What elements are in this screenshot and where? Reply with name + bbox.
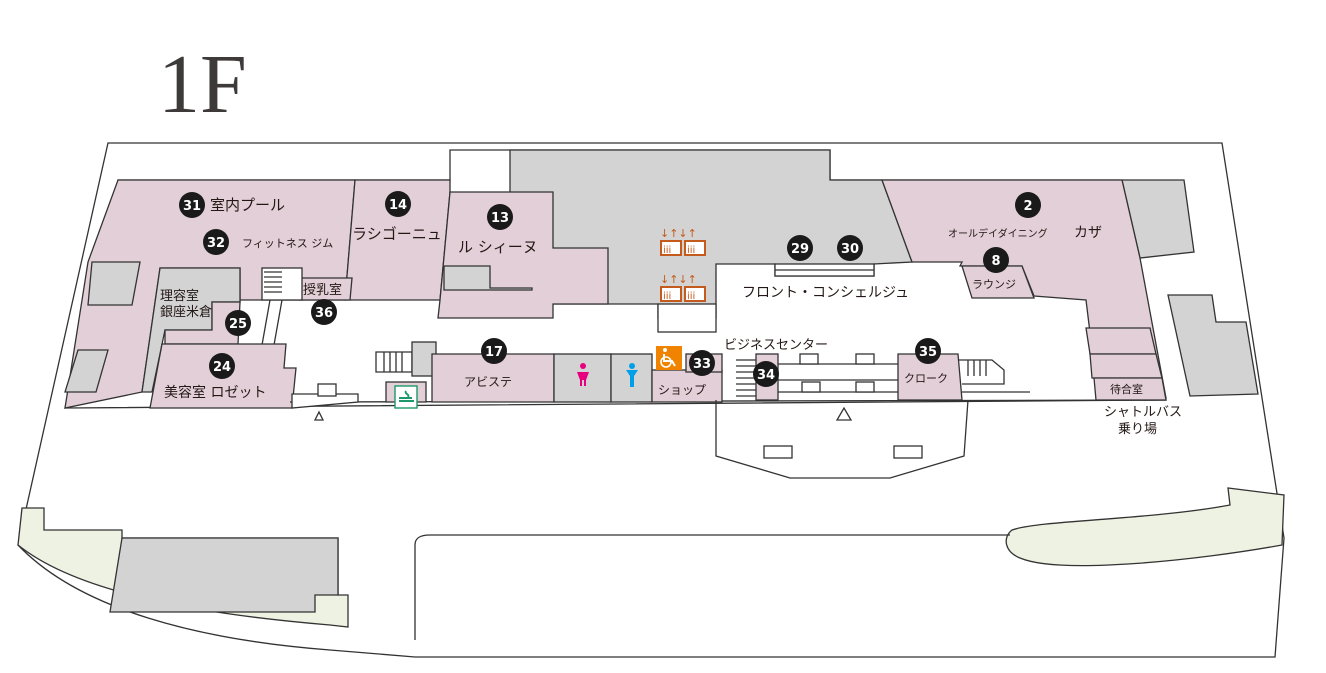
porte-mat-2 [893,445,923,459]
site-outline [17,142,1285,658]
lobby-seat-4 [855,381,875,393]
label-shop: ショップ [658,383,706,397]
lobby-seat-3 [801,381,821,393]
entrance-triangle-icon [313,410,325,421]
marker-30[interactable]: 30 [837,235,863,261]
svg-text:ііі: ііі [663,244,671,256]
label-barber-2: 銀座米倉 [160,305,212,320]
marker-31[interactable]: 31 [179,192,205,218]
svg-text:25: 25 [229,317,247,332]
svg-text:14: 14 [389,198,407,213]
stair-cloak [958,359,1030,393]
stair-gym [261,267,303,346]
svg-text:17: 17 [485,345,503,360]
label-abiste: アビステ [464,375,512,389]
label-nursing-room: 授乳室 [303,282,342,298]
elevator-hall-step [657,303,717,333]
stair-abiste [375,341,437,377]
marker-17[interactable]: 17 [481,338,507,364]
east-service-1 [1085,327,1157,355]
svg-text:8: 8 [991,254,1000,269]
svg-text:36: 36 [315,306,333,321]
room-waiting [1093,377,1167,401]
svg-text:↓↑↓↑: ↓↑↓↑ [660,227,697,240]
marker-32[interactable]: 32 [203,229,229,255]
marker-34[interactable]: 34 [753,361,779,387]
svg-text:33: 33 [693,357,711,372]
entrance-triangle-main [835,406,853,421]
svg-text:24: 24 [213,360,231,375]
male-restroom-icon [626,363,638,387]
svg-text:↓↑↓↑: ↓↑↓↑ [660,273,697,286]
svg-text:13: 13 [491,211,509,226]
svg-text:29: 29 [791,242,809,257]
label-barber-1: 理容室 [160,288,199,304]
label-kaza: カザ [1074,225,1102,241]
label-lounge: ラウンジ [972,278,1016,291]
label-all-day-dining: オールデイダイニング [948,227,1048,240]
label-le-cygne: ル シィーヌ [458,238,538,256]
svg-text:35: 35 [919,345,937,360]
driveway-outline [414,534,1010,640]
svg-text:ііі: ііі [663,290,671,302]
marker-8[interactable]: 8 [983,247,1009,273]
lobby-seat-1 [799,353,819,365]
marker-36[interactable]: 36 [311,299,337,325]
svg-text:ііі: ііі [687,290,695,302]
svg-text:2: 2 [1023,199,1032,214]
stair-business [736,359,756,397]
label-front-concierge: フロント・コンシェルジュ [742,285,909,301]
label-waiting-room: 待合室 [1110,382,1143,396]
marker-2[interactable]: 2 [1015,192,1041,218]
svg-text:32: 32 [207,236,225,251]
label-cloak: クローク [904,372,948,385]
west-entrance-mat [317,383,337,397]
marker-35[interactable]: 35 [915,338,941,364]
east-service-2 [1089,353,1163,379]
marker-25[interactable]: 25 [225,310,251,336]
female-restroom-icon [577,363,589,386]
service-block-e [1167,294,1259,397]
elevator-icon: ііі ііі ііі ііі ↓↑↓↑ ↓↑↓↑ [660,227,706,302]
floor-title: 1F [158,38,247,131]
marker-29[interactable]: 29 [787,235,813,261]
svg-text:30: 30 [841,242,859,257]
label-shuttle-1: シャトルバス [1104,405,1182,420]
porte-mat-1 [763,445,793,459]
room-le-cygne-annex [443,265,533,291]
label-la-cigogne: ラシゴーニュ [352,225,442,243]
label-fitness-gym: フィットネス ジム [242,237,333,250]
svg-text:ііі: ііі [687,244,695,256]
marker-14[interactable]: 14 [385,191,411,217]
svg-text:34: 34 [757,368,775,383]
green-area-east [1005,487,1285,567]
west-core [87,261,141,306]
label-indoor-pool: 室内プール [210,196,285,214]
marker-33[interactable]: 33 [689,350,715,376]
service-block-sw [109,537,339,613]
smoking-area-icon [394,385,418,409]
marker-24[interactable]: 24 [209,353,235,379]
porte-cochere [715,399,969,479]
west-core-2 [64,349,109,393]
lobby-seat-2 [855,353,875,365]
svg-text:31: 31 [183,199,201,214]
marker-13[interactable]: 13 [487,204,513,230]
label-business-center: ビジネスセンター [724,338,828,353]
label-beauty-salon: 美容室 ロゼット [164,384,266,401]
label-shuttle-2: 乗り場 [1118,422,1157,437]
wheelchair-icon [656,346,682,370]
